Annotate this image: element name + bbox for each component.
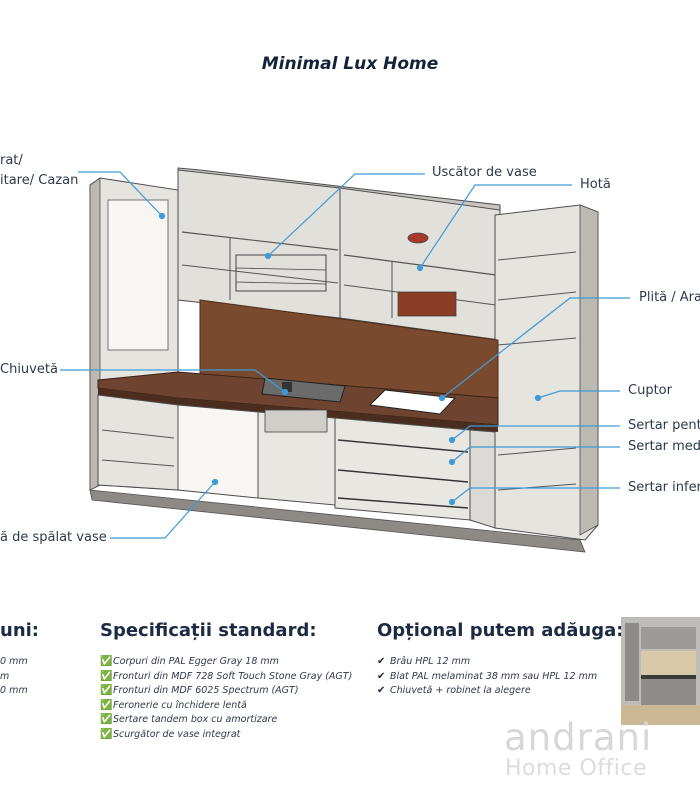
list-item: 0 mm (0, 656, 28, 667)
list-item: 0 mm (0, 685, 28, 696)
check-icon: ✔ (377, 685, 386, 696)
list-item: ✔Chiuvetă + robinet la alegere (377, 684, 597, 699)
callout-dish-drainer: Uscător de vase (432, 165, 537, 180)
list-item: m (0, 670, 10, 682)
list-item: ✔Blat PAL melaminat 38 mm sau HPL 12 mm (377, 670, 597, 685)
callout-sink: Chiuvetă (0, 362, 58, 377)
standard-specs-list: ✅Corpuri din PAL Egger Gray 18 mm ✅Front… (100, 655, 352, 742)
standard-specs-heading: Specificații standard: (100, 620, 317, 641)
list-item: ✅Fronturi din MDF 6025 Spectrum (AGT) (100, 684, 352, 699)
kitchen-photo (621, 617, 700, 725)
check-icon: ✅ (100, 670, 113, 682)
base-cabinets (97, 394, 496, 529)
check-icon: ✔ (377, 656, 386, 667)
callout-oven: Cuptor (628, 383, 672, 398)
callout-drawer-top: Sertar pent (628, 418, 700, 433)
dimensions-heading: uni: (0, 620, 39, 641)
list-item: ✅Sertare tandem box cu amortizare (100, 713, 352, 728)
list-item: ✅Corpuri din PAL Egger Gray 18 mm (100, 655, 352, 670)
optional-list: ✔Brâu HPL 12 mm ✔Blat PAL melaminat 38 m… (377, 655, 597, 699)
page-title: Minimal Lux Home (261, 54, 439, 74)
brand-tagline: Home Office (505, 756, 648, 781)
callout-hob: Plită / Ara (639, 290, 700, 305)
check-icon: ✅ (100, 656, 113, 667)
brand-logo: andrani (504, 716, 653, 759)
kitchen-drawing (60, 167, 630, 553)
list-item: ✔Brâu HPL 12 mm (377, 655, 597, 670)
plinth (89, 489, 586, 553)
callout-hood: Hotă (580, 177, 611, 192)
callout-dishwasher: ă de spălat vase (0, 530, 107, 545)
callout-fridge-line1: rat/ (0, 153, 23, 168)
check-icon: ✅ (100, 728, 113, 740)
callout-fridge-line2: itare/ Cazan (0, 173, 79, 188)
check-icon: ✔ (377, 670, 386, 682)
dimensions-list: 0 mm m 0 mm (0, 655, 28, 699)
check-icon: ✅ (100, 714, 113, 725)
callout-drawer-middle: Sertar med (628, 439, 700, 454)
check-icon: ✅ (100, 685, 113, 696)
list-item: ✅Fronturi din MDF 728 Soft Touch Stone G… (100, 670, 352, 685)
right-tall-unit (494, 204, 599, 541)
list-item: ✅Scurgător de vase integrat (100, 728, 352, 743)
callout-drawer-bottom: Sertar infer (628, 480, 700, 495)
callout-lines (60, 171, 630, 539)
check-icon: ✅ (100, 699, 113, 711)
list-item: ✅Feronerie cu închidere lentă (100, 699, 352, 714)
optional-heading: Opțional putem adăuga: (377, 620, 624, 641)
upper-cabinets (177, 167, 501, 341)
